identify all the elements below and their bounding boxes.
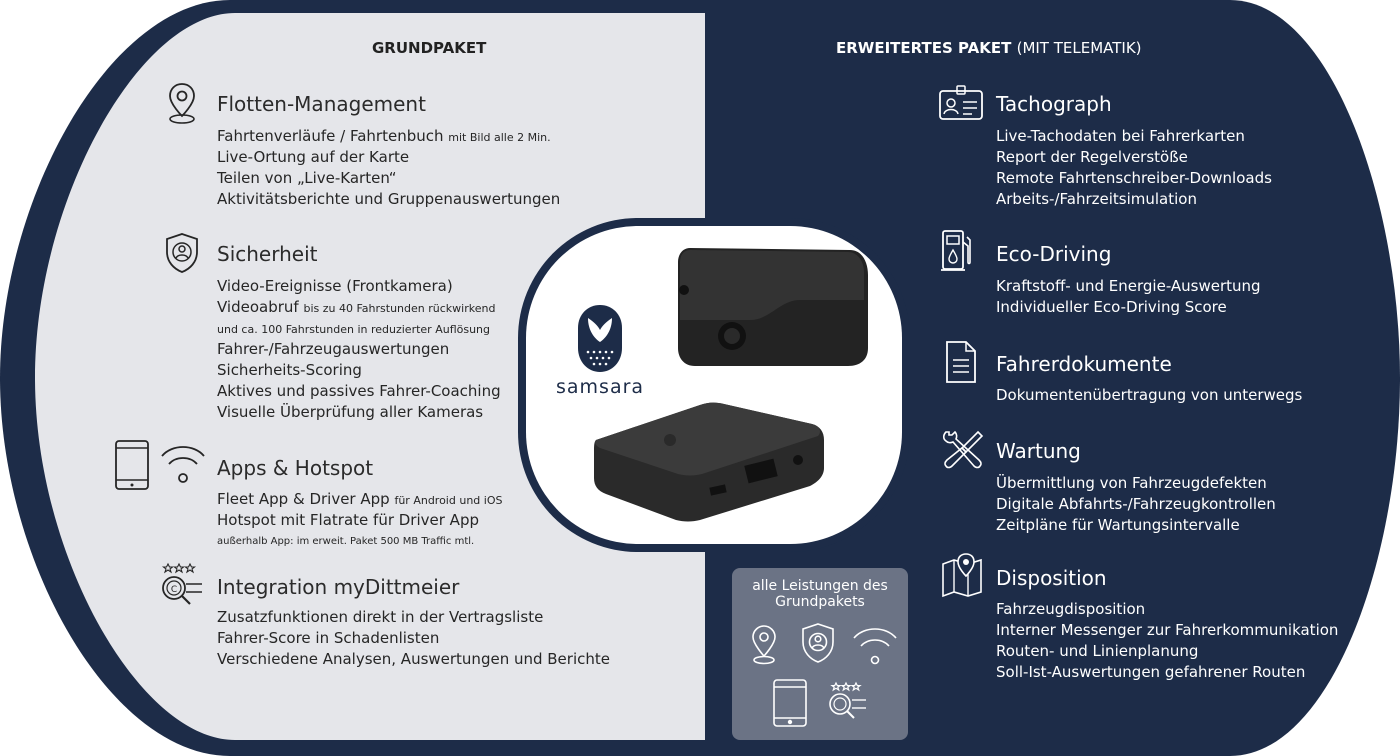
owl-logo-icon [578,305,622,372]
fuel-pump-icon [941,230,971,271]
section-title-flotten: Flotten-Management [217,92,426,116]
document-icon [946,341,976,383]
tools-icon [942,430,984,469]
list-item: Aktivitätsberichte und Gruppenauswertung… [217,190,561,208]
light-panel [35,13,705,740]
list-item: Zeitpläne für Wartungsintervalle [996,516,1240,534]
shield-user-icon [802,623,834,663]
summary-icons [752,623,897,727]
map-pin-icon [942,553,982,598]
list-item: Fahrer-Score in Schadenlisten [217,629,440,647]
list-item: Sicherheits-Scoring [217,361,362,379]
summary-text: alle Leistungen des Grundpakets [752,578,888,610]
section-title-apps: Apps & Hotspot [217,456,374,480]
left-header: GRUNDPAKET [372,39,487,57]
list-item-note: und ca. 100 Fahrstunden in reduzierter A… [217,323,491,336]
right-header: ERWEITERTES PAKET (MIT TELEMATIK) [836,39,1142,57]
list-item: Arbeits-/Fahrzeitsimulation [996,190,1197,208]
list-item: Routen- und Linienplanung [996,642,1199,660]
list-item: Digitale Abfahrts-/Fahrzeugkontrollen [996,495,1276,513]
list-item: Live-Ortung auf der Karte [217,148,410,166]
list-item: Übermittlung von Fahrzeugdefekten [996,474,1267,492]
location-pin-icon [169,83,195,124]
list-item: Teilen von „Live-Karten“ [217,169,397,187]
section-title-integration: Integration myDittmeier [217,575,460,599]
id-card-icon [939,85,983,120]
list-item: Videoabruf bis zu 40 Fahrstunden rückwir… [217,298,496,316]
summary-box: alle Leistungen des Grundpakets [732,568,908,740]
tablet-wifi-icon [115,440,205,490]
list-item: Hotspot mit Flatrate für Driver App [217,511,479,529]
list-item-note: außerhalb App: im erweit. Paket 500 MB T… [217,536,475,547]
dashcam-device [678,248,868,366]
list-item: Soll-Ist-Auswertungen gefahrener Routen [996,663,1306,681]
integration-search-icon: C [161,562,202,605]
svg-text:C: C [171,585,177,595]
section-title-wartung: Wartung [996,439,1081,463]
section-title-eco: Eco-Driving [996,242,1112,266]
samsara-logo-text: samsara [556,376,645,398]
right-header-bold: ERWEITERTES PAKET [836,39,1012,57]
list-item: Dokumentenübertragung von unterwegs [996,386,1303,404]
location-pin-icon [752,625,776,665]
list-item: Fahrzeugdisposition [996,600,1146,618]
list-item: Individueller Eco-Driving Score [996,298,1227,316]
wifi-icon [853,628,897,665]
right-header-light: (MIT TELEMATIK) [1016,39,1142,57]
section-title-dokumente: Fahrerdokumente [996,352,1172,376]
list-item: Fahrer-/Fahrzeugauswertungen [217,340,450,358]
list-item: Live-Tachodaten bei Fahrerkarten [996,127,1245,145]
section-title-tachograph: Tachograph [996,92,1112,116]
list-item: Visuelle Überprüfung aller Kameras [217,403,484,421]
list-item: Report der Regelverstöße [996,148,1188,166]
gateway-device [594,402,824,522]
list-item: Remote Fahrtenschreiber-Downloads [996,169,1272,187]
tablet-icon [773,679,807,727]
shield-user-icon [166,233,198,273]
integration-search-icon [829,681,866,719]
list-item: Verschiedene Analysen, Auswertungen und … [217,650,610,668]
list-item: Interner Messenger zur Fahrerkommunikati… [996,621,1339,639]
list-item: Kraftstoff- und Energie-Auswertung [996,277,1261,295]
section-title-sicherheit: Sicherheit [217,242,318,266]
list-item: Zusatzfunktionen direkt in der Vertragsl… [217,608,544,626]
list-item: Aktives und passives Fahrer-Coaching [217,382,501,400]
section-title-disposition: Disposition [996,566,1107,590]
list-item: Fahrtenverläufe / Fahrtenbuch mit Bild a… [217,127,551,145]
list-item: Video-Ereignisse (Frontkamera) [217,277,453,295]
list-item: Fleet App & Driver App für Android und i… [217,490,503,508]
